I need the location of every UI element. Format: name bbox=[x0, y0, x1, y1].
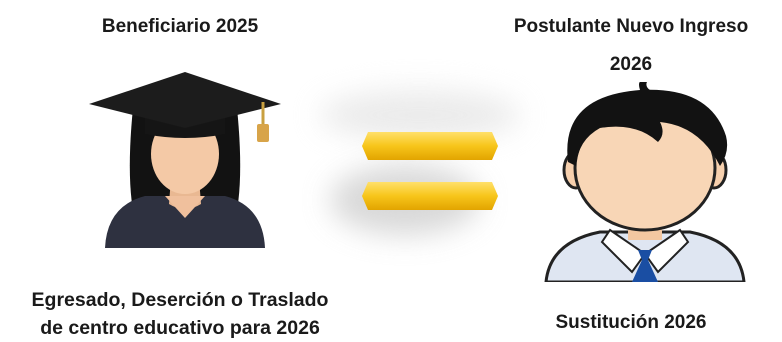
beneficiary-status-line2: de centro educativo para 2026 bbox=[40, 317, 320, 339]
beneficiary-status-line1: Egresado, Deserción o Traslado bbox=[31, 289, 329, 311]
applicant-title-line2: 2026 bbox=[609, 54, 653, 75]
applicant-title-line1: Postulante Nuevo Ingreso bbox=[513, 16, 749, 37]
student-boy-icon bbox=[544, 82, 746, 282]
equals-sign-icon bbox=[362, 132, 498, 210]
applicant-title: Postulante Nuevo Ingreso 2026 bbox=[480, 8, 782, 84]
beneficiary-status-caption: Egresado, Deserción o Traslado de centro… bbox=[0, 286, 360, 342]
beneficiary-title: Beneficiario 2025 bbox=[101, 16, 259, 37]
graduate-student-icon bbox=[89, 72, 281, 248]
background-haze bbox=[320, 90, 520, 140]
substitution-caption: Sustitución 2026 bbox=[555, 312, 707, 333]
